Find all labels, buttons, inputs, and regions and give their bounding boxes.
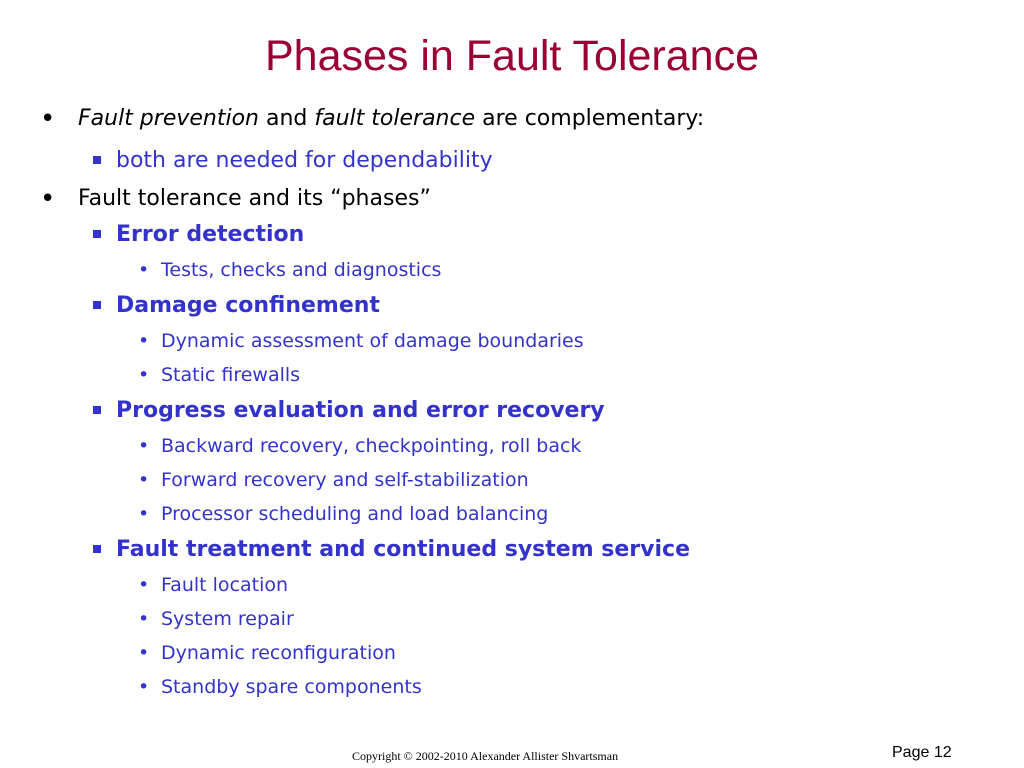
phase-item-text: Forward recovery and self-stabilization (161, 469, 529, 491)
phase-item-text: Dynamic reconfiguration (161, 642, 396, 664)
small-dot-icon: • (138, 364, 150, 386)
phase-label: Error detection (116, 222, 305, 247)
phase-item-text: Static firewalls (161, 364, 301, 386)
small-dot-icon: • (138, 676, 150, 698)
phase-label: Fault treatment and continued system ser… (116, 537, 690, 562)
small-dot-icon: • (138, 259, 150, 281)
page-number: Page 12 (892, 744, 952, 761)
phase-item-text: Backward recovery, checkpointing, roll b… (161, 435, 582, 457)
small-dot-icon: • (138, 435, 150, 457)
phase-item-text: System repair (161, 608, 294, 630)
phase-item-text: Dynamic assessment of damage boundaries (161, 330, 584, 352)
small-dot-icon: • (138, 503, 150, 525)
small-dot-icon: • (138, 330, 150, 352)
copyright-footer: Copyright © 2002-2010 Alexander Allister… (352, 749, 619, 763)
small-dot-icon: • (138, 608, 150, 630)
term-fault-prevention: Fault prevention (78, 106, 259, 131)
phase-item-text: Tests, checks and diagnostics (161, 259, 442, 281)
phase-label: Progress evaluation and error recovery (116, 398, 605, 423)
phase-item-text: Fault location (161, 574, 289, 596)
square-bullet-icon (93, 301, 101, 309)
bullet-text: Fault tolerance and its “phases” (78, 186, 431, 211)
square-bullet-icon (93, 406, 101, 414)
square-bullet-icon (93, 156, 101, 164)
term-fault-tolerance: fault tolerance (314, 106, 476, 131)
small-dot-icon: • (138, 574, 150, 596)
small-dot-icon: • (138, 469, 150, 491)
sub-bullet-text: both are needed for dependability (116, 148, 493, 173)
square-bullet-icon (93, 545, 101, 553)
phase-label: Damage confinement (116, 293, 380, 318)
bullet-dot-icon: • (40, 184, 56, 214)
joiner-text: and (259, 106, 315, 131)
phase-item-text: Processor scheduling and load balancing (161, 503, 549, 525)
square-bullet-icon (93, 230, 101, 238)
small-dot-icon: • (138, 642, 150, 664)
slide-title: Phases in Fault Tolerance (265, 32, 759, 80)
bullet-rest-text: are complementary: (475, 106, 705, 131)
phase-item-text: Standby spare components (161, 676, 422, 698)
bullet-dot-icon: • (40, 104, 56, 134)
